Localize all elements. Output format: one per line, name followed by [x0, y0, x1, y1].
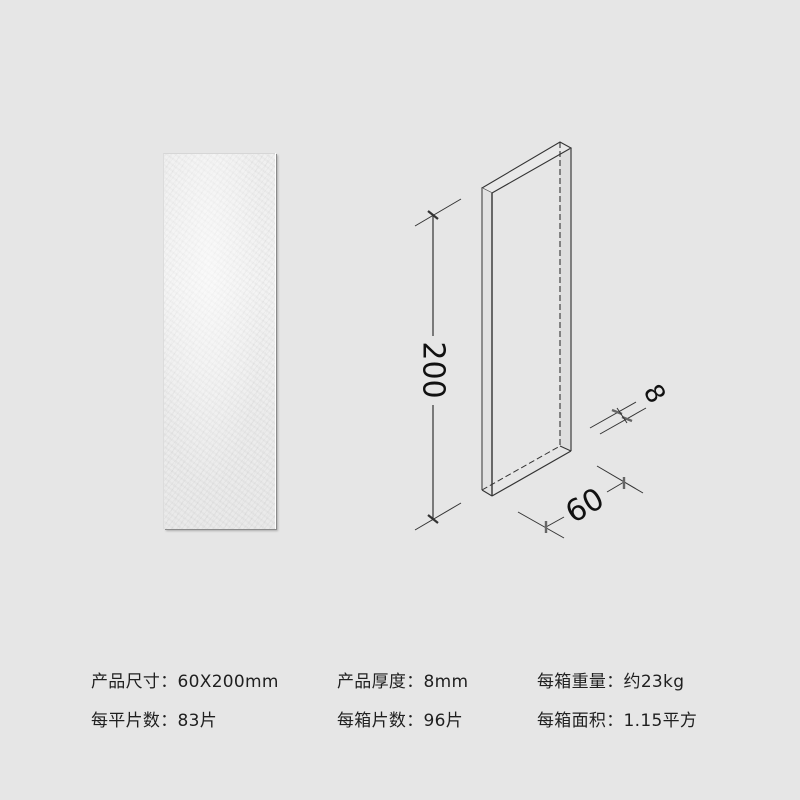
width-dimension: 60 — [517, 465, 644, 539]
width-label: 60 — [560, 481, 611, 530]
spec-value: 83片 — [177, 711, 218, 731]
spec-label: 每箱重量 — [537, 672, 607, 692]
spec-thickness: 产品厚度：8mm — [337, 672, 469, 692]
front-bottom-edge — [491, 450, 572, 497]
bottom-right-edge — [559, 445, 572, 452]
tile-product-image — [163, 153, 275, 529]
spec-label: 产品厚度 — [337, 672, 407, 692]
spec-box-area: 每箱面积：1.15平方 — [537, 711, 698, 731]
height-dimension: 200 — [414, 198, 462, 531]
spec-value: 96片 — [423, 711, 464, 731]
spec-value: 约23kg — [623, 672, 685, 692]
spec-value: 60X200mm — [177, 672, 279, 692]
bottom-left-edge — [481, 489, 493, 497]
spec-pieces-per-sqm: 每平片数：83片 — [91, 711, 218, 731]
spec-label: 每箱面积 — [537, 711, 607, 731]
thickness-dimension: 8 — [589, 379, 671, 435]
spec-label: 每平片数 — [91, 711, 161, 731]
spec-box-weight: 每箱重量：约23kg — [537, 672, 685, 692]
height-label: 200 — [416, 341, 451, 398]
spec-label: 产品尺寸 — [91, 672, 161, 692]
top-face — [480, 141, 573, 194]
spec-size: 产品尺寸：60X200mm — [91, 672, 279, 692]
side-face — [560, 142, 571, 451]
thickness-label: 8 — [637, 379, 671, 408]
spec-value: 8mm — [423, 672, 469, 692]
spec-pieces-per-box: 每箱片数：96片 — [337, 711, 464, 731]
spec-value: 1.15平方 — [623, 711, 698, 731]
left-face — [482, 188, 492, 496]
spec-label: 每箱片数 — [337, 711, 407, 731]
hidden-back-bottom-edge — [481, 445, 561, 491]
